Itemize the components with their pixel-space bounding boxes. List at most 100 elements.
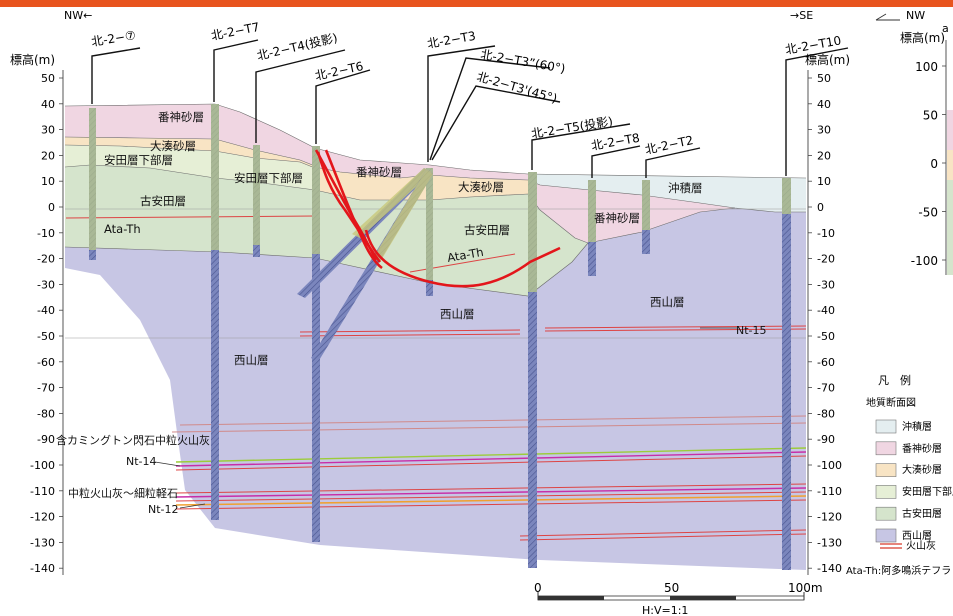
- left-tick-label: 40: [41, 98, 55, 111]
- bansin-layer: [65, 104, 735, 243]
- inclined-boreholes: [297, 168, 433, 362]
- legend-swatch: [875, 463, 897, 477]
- label-nt12: Nt-12: [148, 503, 179, 516]
- title-bar-accent: [0, 0, 953, 7]
- legend-swatch: [875, 528, 897, 543]
- right-panel-tick-label: 50: [923, 109, 938, 123]
- borehole-label-t3a: 北-2−T3”(60°): [479, 47, 566, 76]
- left-tick-label: -40: [37, 304, 55, 317]
- label-nishiyama-right: 西山層: [650, 295, 685, 309]
- label-ash1: 含カミングトン閃石中粒火山灰: [56, 433, 210, 447]
- scale-fifty: 50: [664, 581, 679, 595]
- right-panel-tick-label: -50: [918, 206, 938, 220]
- left-tick-label: -60: [37, 356, 55, 369]
- right-tick-label: -130: [817, 536, 842, 549]
- right-tick-label: 40: [817, 98, 831, 111]
- scale-hundred: 100m: [788, 581, 823, 595]
- label-ata-left: Ata-Th: [104, 222, 141, 236]
- right-tick-label: -100: [817, 459, 842, 472]
- legend-ash: 火山灰: [906, 539, 936, 552]
- left-tick-label: 0: [48, 201, 55, 214]
- left-tick-label: -110: [30, 485, 55, 498]
- right-tick-label: 50: [817, 72, 831, 85]
- label-koyasuda-mid: 古安田層: [464, 223, 510, 237]
- borehole-label-t4: 北-2−T4(投影): [255, 30, 339, 63]
- right-axis-title: 標高(m): [805, 52, 850, 67]
- legend-item-2: 大湊砂層: [902, 463, 942, 476]
- right-tick-label: 0: [817, 201, 824, 214]
- left-tick-label: 10: [41, 175, 55, 188]
- label-nishiyama-left: 西山層: [234, 353, 269, 367]
- right-tick-label: 20: [817, 149, 831, 162]
- label-nishiyama-mid: 西山層: [440, 307, 475, 321]
- legend: 凡 例 地質断面図 沖積層 番神砂層 大湊砂層 安田層下部層 古安田層 西山層 …: [846, 373, 953, 577]
- scale-ratio: H:V=1:1: [642, 604, 688, 616]
- legend-swatch: [875, 485, 897, 499]
- label-ash2: 中粒火山灰～細粒軽石: [68, 486, 178, 500]
- right-tick-label: -70: [817, 382, 835, 395]
- right-panel-tick-label: -100: [911, 254, 938, 268]
- borehole-label-b7: 北-2−⑦: [90, 28, 136, 49]
- legend-swatch: [875, 441, 897, 456]
- legend-swatch: [875, 506, 897, 521]
- label-bansin-right: 番神砂層: [594, 211, 640, 225]
- borehole-label-t3: 北-2−T3: [426, 29, 477, 51]
- right-tick-label: -30: [817, 278, 835, 291]
- label-chuseki: 沖積層: [668, 181, 703, 195]
- label-ominato-mid: 大湊砂層: [458, 180, 504, 194]
- legend-title: 凡 例: [878, 373, 911, 387]
- left-tick-label: -90: [37, 433, 55, 446]
- left-tick-label: 30: [41, 124, 55, 137]
- yasuda-lower-layer: [65, 145, 315, 190]
- right-direction-label: →SE: [790, 9, 813, 22]
- legend-subtitle: 地質断面図: [866, 396, 916, 409]
- left-tick-label: -120: [30, 511, 55, 524]
- right-tick-label: -20: [817, 253, 835, 266]
- right-elevation-axis: 50403020100-10-20-30-40-50-60-70-80-90-1…: [807, 70, 842, 575]
- left-direction-label: NW←: [64, 9, 92, 22]
- borehole-columns: [89, 104, 791, 570]
- borehole-label-t2: 北-2−T2: [644, 133, 695, 157]
- right-panel-letter: a: [942, 22, 949, 35]
- scale-bar: [537, 592, 805, 601]
- left-tick-label: 50: [41, 72, 55, 85]
- legend-item-3: 安田層下部層: [902, 485, 953, 498]
- left-tick-label: -140: [30, 562, 55, 575]
- borehole-label-t8: 北-2−T8: [590, 131, 641, 153]
- right-tick-label: -40: [817, 304, 835, 317]
- koyasuda-layer: [65, 165, 588, 296]
- left-tick-label: -10: [37, 227, 55, 240]
- right-tick-label: -60: [817, 356, 835, 369]
- right-tick-label: -10: [817, 227, 835, 240]
- strata-labels: 番神砂層 大湊砂層 安田層下部層 古安田層 Ata-Th 安田層下部層 番神砂層…: [56, 110, 767, 516]
- right-partial-panel: [875, 13, 953, 275]
- legend-item-0: 沖積層: [902, 420, 932, 433]
- label-bansin-mid: 番神砂層: [356, 165, 402, 179]
- right-panel-direction: NW: [906, 9, 925, 22]
- right-tick-label: -110: [817, 485, 842, 498]
- right-tick-label: -80: [817, 407, 835, 420]
- label-ominato-left: 大湊砂層: [150, 139, 196, 153]
- legend-note: Ata-Th:阿多鳴浜テフラ: [846, 564, 951, 577]
- right-tick-label: -140: [817, 562, 842, 575]
- right-panel-axis-title: 標高(m): [900, 30, 945, 45]
- right-tick-label: 10: [817, 175, 831, 188]
- legend-item-5: 西山層: [902, 530, 932, 542]
- scale-zero: 0: [534, 581, 542, 595]
- legend-swatches: [875, 419, 897, 543]
- left-elevation-axis: 50403020100-10-20-30-40-50-60-70-80-90-1…: [30, 70, 64, 575]
- borehole-label-t7: 北-2−T7: [210, 20, 261, 43]
- chuseki-layer: [528, 174, 806, 212]
- left-tick-label: -80: [37, 407, 55, 420]
- right-tick-label: -90: [817, 433, 835, 446]
- label-nt15: Nt-15: [736, 324, 767, 337]
- right-panel-tick-label: 0: [930, 157, 938, 171]
- left-tick-label: -70: [37, 382, 55, 395]
- label-bansin-left: 番神砂層: [158, 110, 204, 124]
- label-yasuda-lower-left: 安田層下部層: [104, 153, 173, 167]
- right-tick-label: -120: [817, 511, 842, 524]
- left-tick-label: -20: [37, 253, 55, 266]
- left-tick-label: -130: [30, 536, 55, 549]
